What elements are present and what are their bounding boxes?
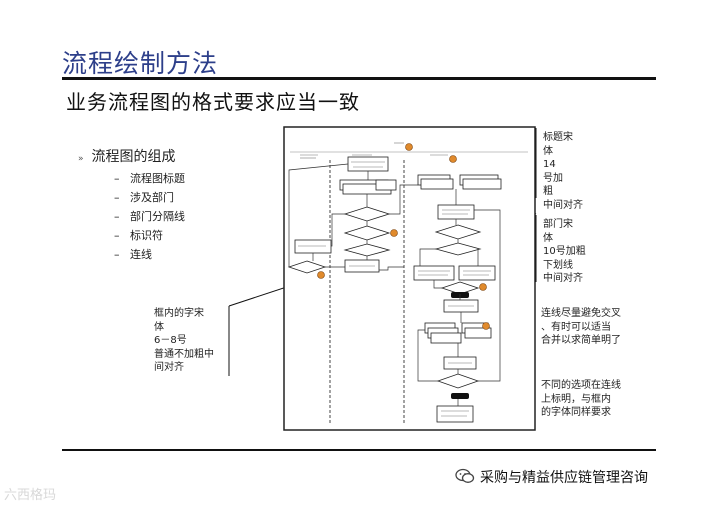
bottom-divider: [62, 449, 656, 451]
marker-icon: [317, 143, 490, 330]
list-item: –部门分隔线: [114, 210, 185, 223]
watermark: 六西格玛: [4, 488, 57, 503]
title-divider: [62, 77, 656, 80]
outline-heading-text: 流程图的组成: [91, 149, 176, 165]
list-item: –连线: [114, 248, 152, 261]
note-lines: 连线尽量避免交叉 、有时可以适当 合并以求简单明了: [541, 308, 621, 346]
footer-brand: 采购与精益供应链管理咨询: [480, 470, 648, 486]
wechat-icon: [455, 468, 475, 483]
connectors: [288, 163, 501, 406]
bullet-marker: »: [78, 154, 84, 164]
note-box-font: 框内的字宋 体 6－8号 普通不加粗中 间对齐: [154, 308, 214, 373]
tiny-labels: [298, 142, 491, 417]
list-item: –流程图标题: [114, 172, 185, 185]
note-dept-font: 部门宋 体 10号加粗 下划线 中间对齐: [543, 219, 586, 284]
note-options: 不同的选项在连线 上标明，与框内 的字体同样要求: [541, 380, 621, 418]
note-title-font: 标题宋 体 14 号加 粗 中间对齐: [543, 132, 583, 211]
decision-diamonds: [287, 206, 482, 389]
list-item: –涉及部门: [114, 191, 174, 204]
list-item: –标识符: [114, 229, 163, 242]
page-subtitle: 业务流程图的格式要求应当一致: [66, 90, 360, 114]
outline-list: –流程图标题 –涉及部门 –部门分隔线 –标识符 –连线: [114, 169, 185, 264]
outline-heading: » 流程图的组成: [78, 146, 176, 166]
page-title: 流程绘制方法: [62, 49, 219, 78]
